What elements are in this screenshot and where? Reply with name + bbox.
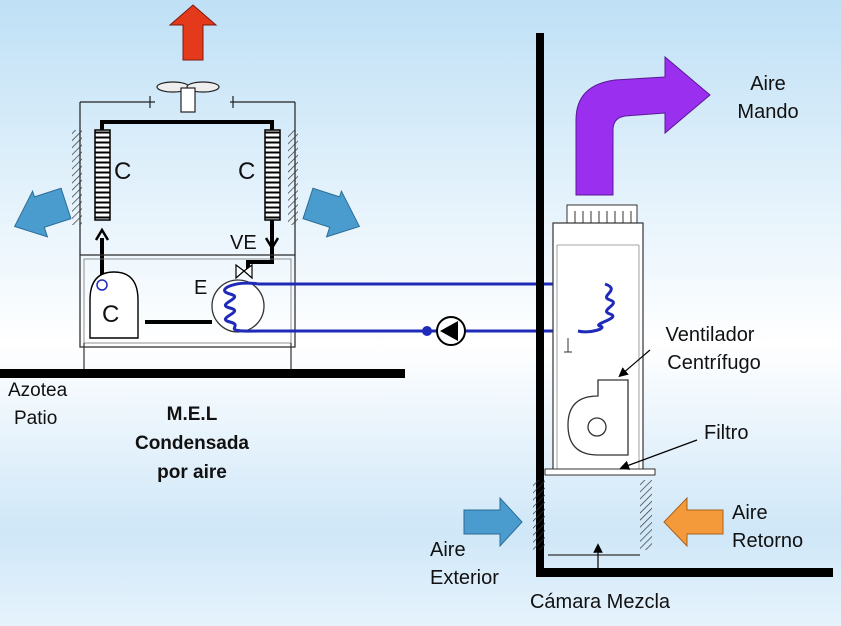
supply-air-arrow-icon — [575, 55, 711, 196]
filter-label: Filtro — [704, 422, 748, 444]
filter-leader-line — [619, 439, 698, 470]
right-hatch — [288, 130, 298, 225]
flow-arrow-down — [264, 237, 280, 251]
evaporator-coil-icon — [223, 281, 259, 333]
return-air-label-line2: Retorno — [732, 530, 803, 552]
evaporator-shell — [211, 279, 265, 333]
fan-label-line1: Ventilador — [666, 324, 755, 346]
outlet-grille-slots — [574, 211, 632, 223]
evaporator-label: E — [194, 277, 207, 299]
building-wall — [536, 33, 544, 573]
supply-air-label-line1: Aire — [750, 73, 786, 95]
condenser-coil-right — [264, 129, 281, 221]
coil-drain — [564, 338, 572, 353]
return-air-arrow-icon — [663, 496, 724, 548]
unit-title-line2: Condensada — [135, 433, 249, 454]
expansion-valve-label: VE — [230, 232, 257, 254]
expansion-valve-icon — [235, 263, 253, 280]
outdoor-air-arrow-icon — [463, 496, 523, 548]
location-label-line2: Patio — [14, 408, 57, 429]
supply-air-label-line2: Mando — [737, 101, 798, 123]
building-floor — [536, 568, 833, 577]
exhaust-arrow-icon — [168, 4, 218, 61]
ahu-outlet-grille — [566, 204, 638, 224]
condenser-fan-icon — [156, 81, 220, 113]
flow-arrow-up — [94, 227, 110, 241]
mixing-right-hatch — [640, 480, 652, 550]
air-in-right-arrow-icon — [302, 187, 361, 238]
pipe-junction-dot — [422, 326, 432, 336]
condenser-right-label: C — [238, 158, 255, 185]
mixing-left-hatch — [533, 480, 545, 550]
compressor-label: C — [102, 301, 119, 328]
fan-label-line2: Centrífugo — [667, 352, 760, 374]
unit-title-line1: M.E.L — [167, 404, 218, 425]
roof-slab — [0, 369, 405, 378]
mixing-chamber-label: Cámara Mezcla — [530, 591, 671, 613]
location-label-line1: Azotea — [8, 380, 68, 401]
centrifugal-fan-icon — [567, 379, 629, 456]
outdoor-air-label-line2: Exterior — [430, 567, 499, 589]
air-in-left-arrow-icon — [13, 187, 72, 238]
return-air-label-line1: Aire — [732, 502, 768, 524]
pump-icon — [436, 316, 466, 346]
fan-leader-line — [618, 349, 651, 378]
condenser-coil-left — [94, 129, 111, 221]
condenser-left-label: C — [114, 158, 131, 185]
filter — [544, 468, 656, 476]
outdoor-air-label-line1: Aire — [430, 539, 466, 561]
ahu-coil-icon — [577, 282, 615, 334]
unit-title-line3: por aire — [157, 462, 227, 483]
left-hatch — [72, 130, 82, 225]
equipment-box-inner — [83, 258, 292, 344]
equipment-box — [79, 254, 296, 348]
